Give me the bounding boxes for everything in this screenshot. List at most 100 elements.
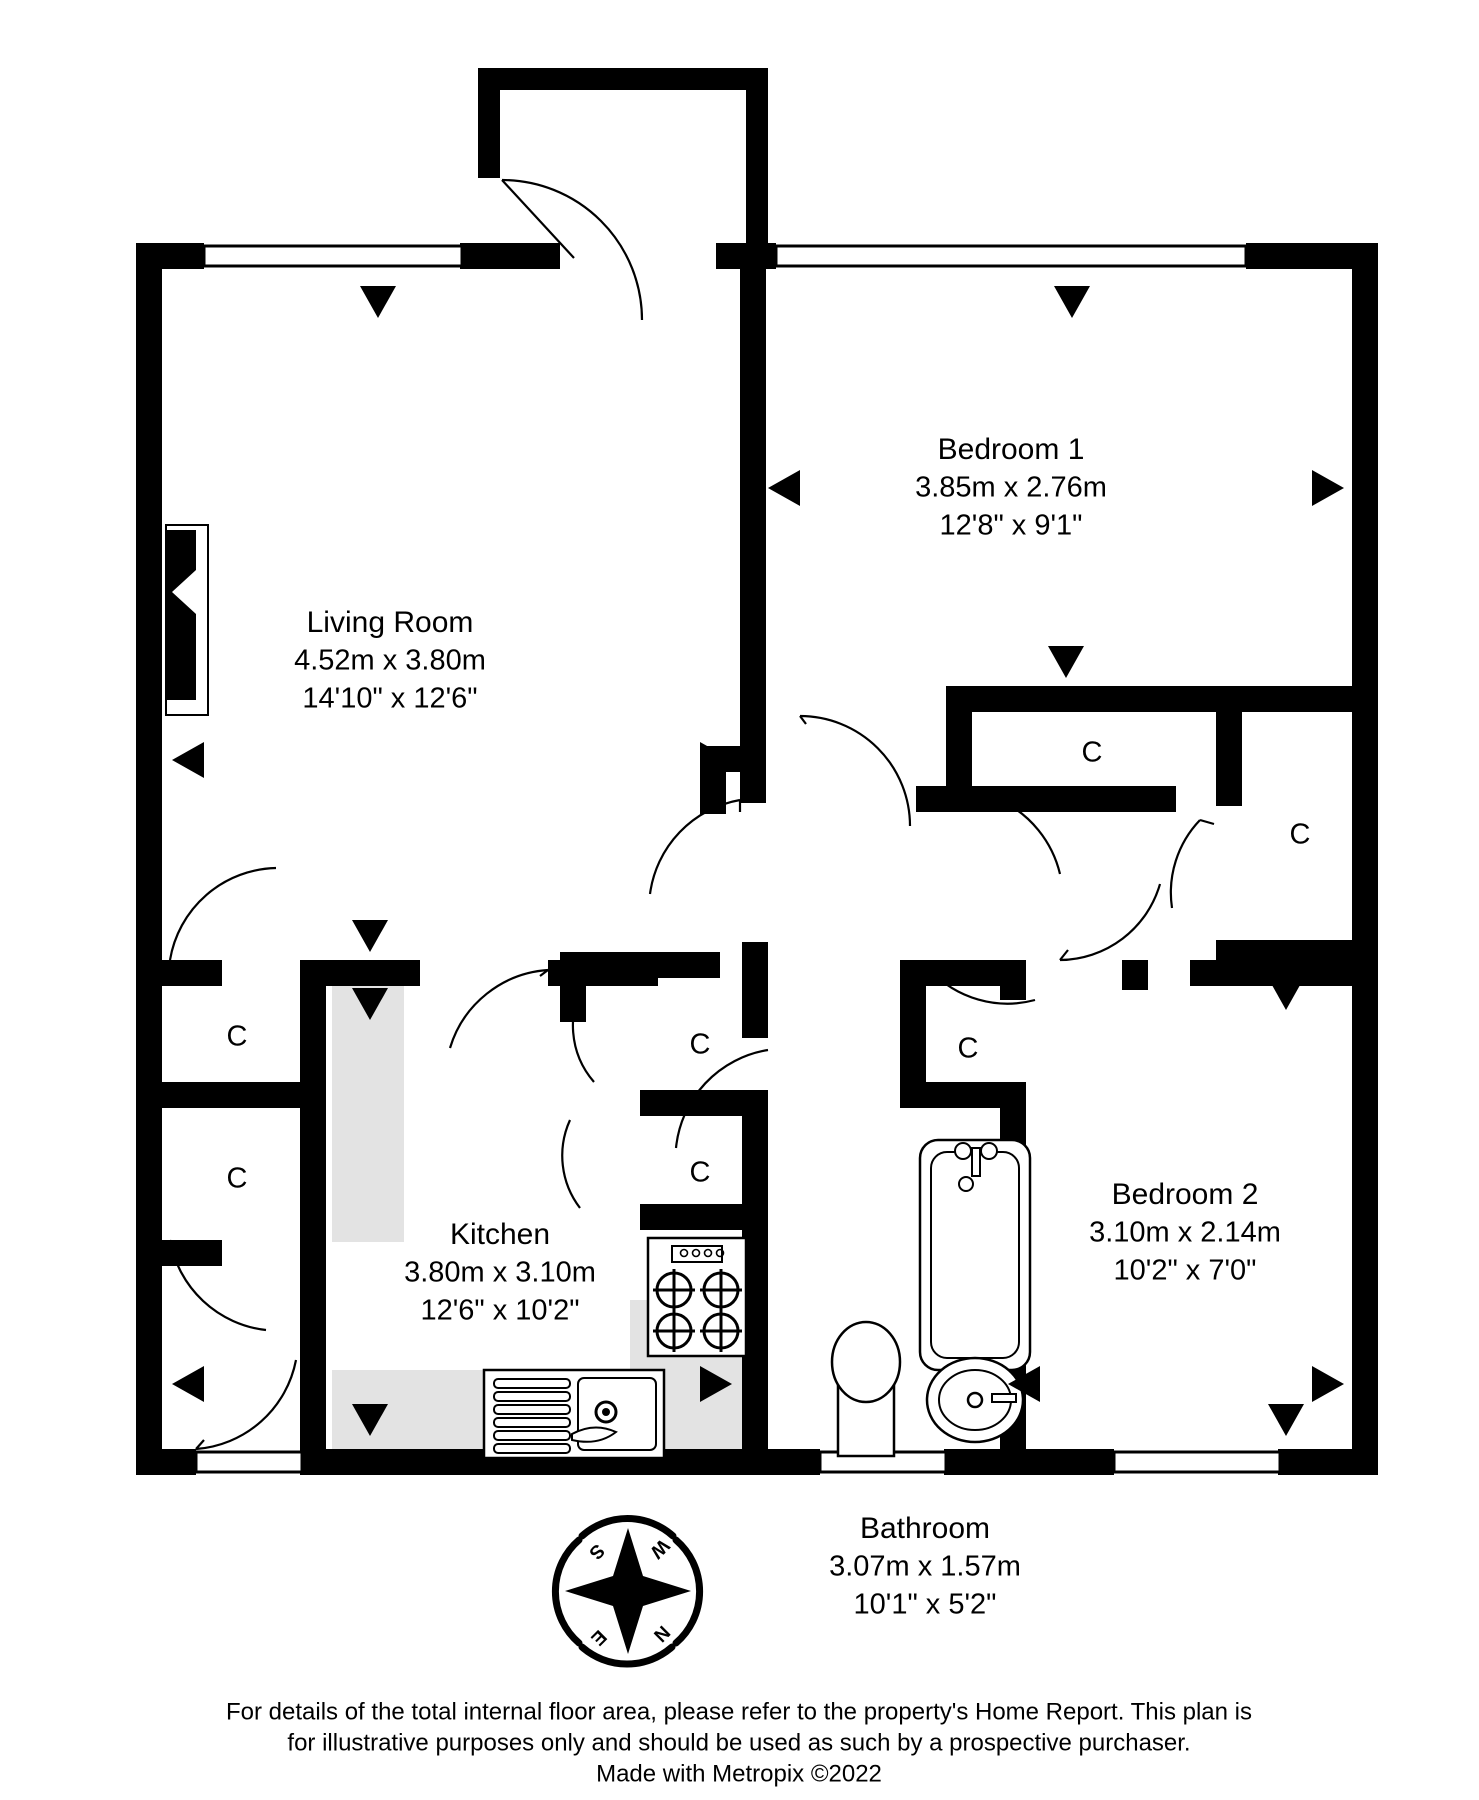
cupboard-label-bathroom: C: [958, 1033, 979, 1065]
view-arrows: [172, 286, 1344, 1436]
wall-exterior-right: [1352, 243, 1378, 1449]
cooker-control-panel: [671, 1245, 723, 1263]
arrow-living-top: [360, 286, 396, 318]
wall-top-left-seg2: [460, 243, 560, 269]
arrow-bed2-left: [1008, 1366, 1040, 1402]
bath-taps: [954, 1142, 998, 1177]
bathroom-fixtures: [830, 1138, 1032, 1458]
door-swing-bed2: [1059, 883, 1162, 962]
wall-mid-right-upper: [742, 942, 768, 1038]
room-dim-metric-bedroom-1: 3.85m x 2.76m: [915, 472, 1107, 504]
sink-plughole-center: [602, 1408, 610, 1416]
door-swings: [168, 178, 1215, 1451]
door-swing-right-cupboard: [1169, 819, 1201, 909]
sink-tap: [571, 1426, 618, 1443]
room-dim-metric-living-room: 4.52m x 3.80m: [294, 645, 486, 677]
door-swing-hall-entry: [195, 1359, 298, 1451]
arrow-bed1-right: [1312, 470, 1344, 506]
cooker-knob-4: [715, 1248, 725, 1258]
cupboard-label-mid-upper: C: [690, 1029, 711, 1061]
door-swing-hall-right: [674, 1048, 769, 1149]
window-bedroom1-top: [774, 244, 1248, 268]
cupboard-label-right: C: [1290, 819, 1311, 851]
wall-hall-cupboard-mid: [162, 1082, 326, 1108]
wall-hall-cupboard-top: [162, 960, 222, 986]
cupboard-label-hall-upper: C: [227, 1021, 248, 1053]
cooker-knob-1: [679, 1248, 689, 1258]
door-leaf-hall-entry: [195, 1439, 205, 1450]
wall-porch-top: [478, 68, 768, 90]
basin-plughole: [966, 1391, 984, 1409]
toilet-icon: [830, 1320, 902, 1458]
sink-draining-grooves: [493, 1378, 571, 1454]
compass-rose: S W E N: [551, 1515, 704, 1668]
cooker-knob-3: [703, 1248, 713, 1258]
room-label-living-room: Living Room: [307, 606, 474, 639]
room-dim-imperial-bathroom: 10'1" x 5'2": [854, 1589, 997, 1621]
room-label-bathroom: Bathroom: [860, 1512, 990, 1545]
kitchen-unit-fill-vertical: [332, 982, 404, 1242]
cupboard-label-mid-lower: C: [690, 1157, 711, 1189]
arrow-kitchen-bottom: [352, 1404, 388, 1436]
door-leaf-bath: [929, 968, 941, 976]
bath-inner: [930, 1151, 1020, 1359]
room-dim-metric-bathroom: 3.07m x 1.57m: [829, 1551, 1021, 1583]
door-leaf-bed2: [1059, 949, 1069, 961]
arrow-living-left: [172, 742, 204, 778]
wall-kitchen-top-right: [548, 960, 658, 986]
arrow-bed1-bottom: [1048, 646, 1084, 678]
room-dim-imperial-kitchen: 12'6" x 10'2": [420, 1295, 579, 1327]
room-dim-metric-bedroom-2: 3.10m x 2.14m: [1089, 1217, 1281, 1249]
arrow-kitchen-right: [700, 1366, 732, 1402]
door-swing-bath: [929, 969, 1036, 1005]
arrow-living-right: [700, 742, 732, 778]
door-swing-bed1-cupboard: [999, 799, 1062, 875]
wall-bottom-left-stub: [136, 1449, 196, 1475]
wall-mid-right-lower: [742, 1116, 768, 1228]
wall-hall-upper-right: [740, 243, 766, 803]
room-label-bedroom-1: Bedroom 1: [938, 433, 1085, 466]
basin-tap: [991, 1393, 1017, 1403]
sink-plughole: [594, 1400, 618, 1424]
door-leaf-right-cupboard: [1199, 818, 1215, 826]
walls: [136, 68, 1378, 1475]
room-label-bedroom-2: Bedroom 2: [1112, 1178, 1259, 1211]
wall-bed1-cupboard-top: [946, 686, 1242, 712]
kitchen-fixtures: [482, 1236, 748, 1460]
door-swing-hall-cupboard-lower: [168, 1239, 267, 1332]
arrow-bed1-left: [768, 470, 800, 506]
cooker-burners: [653, 1269, 742, 1352]
door-swing-bed1: [799, 714, 912, 827]
window-hall-bottom: [194, 1450, 304, 1474]
door-swing-entrance: [501, 178, 644, 321]
arrow-bed1-top: [1054, 286, 1090, 318]
footer-line-2: for illustrative purposes only and shoul…: [287, 1729, 1190, 1756]
footer-line-3: Made with Metropix ©2022: [596, 1760, 882, 1787]
fireplace: [165, 524, 209, 716]
wall-mid-cupboard-mid-left: [640, 1090, 666, 1110]
door-swing-mid-cupboard-lower: [561, 1119, 581, 1209]
arrow-hall-left: [172, 1366, 204, 1402]
compass-star: [565, 1528, 691, 1654]
wall-bottom-right-stub: [1278, 1449, 1378, 1475]
wall-porch-right: [746, 68, 768, 248]
door-leaf-bed1: [799, 715, 807, 725]
footer-line-1: For details of the total internal floor …: [226, 1698, 1252, 1725]
room-dim-imperial-living-room: 14'10" x 12'6": [302, 683, 477, 715]
arrow-bed2-right: [1312, 1366, 1344, 1402]
arrow-bed2-bottom: [1268, 1404, 1304, 1436]
cupboard-labels: C C C C C C C: [227, 737, 1311, 1195]
room-dim-imperial-bedroom-2: 10'2" x 7'0": [1114, 1255, 1257, 1287]
wall-bed2-left-stub: [1122, 960, 1148, 990]
wall-bed1-cupboard-bottom: [916, 786, 1176, 812]
door-swing-hall-cupboard-upper: [168, 866, 277, 961]
door-swing-kitchen: [448, 968, 549, 1049]
door-leaf-kitchen: [539, 969, 549, 977]
cupboard-label-bedroom-1: C: [1082, 737, 1103, 769]
room-labels: Living Room 4.52m x 3.80m 14'10" x 12'6"…: [294, 433, 1281, 1621]
room-label-kitchen: Kitchen: [450, 1218, 550, 1251]
wall-bottom-bath: [944, 1449, 1114, 1475]
cooker-knob-2: [691, 1248, 701, 1258]
wall-kitchen-left: [300, 960, 326, 1460]
